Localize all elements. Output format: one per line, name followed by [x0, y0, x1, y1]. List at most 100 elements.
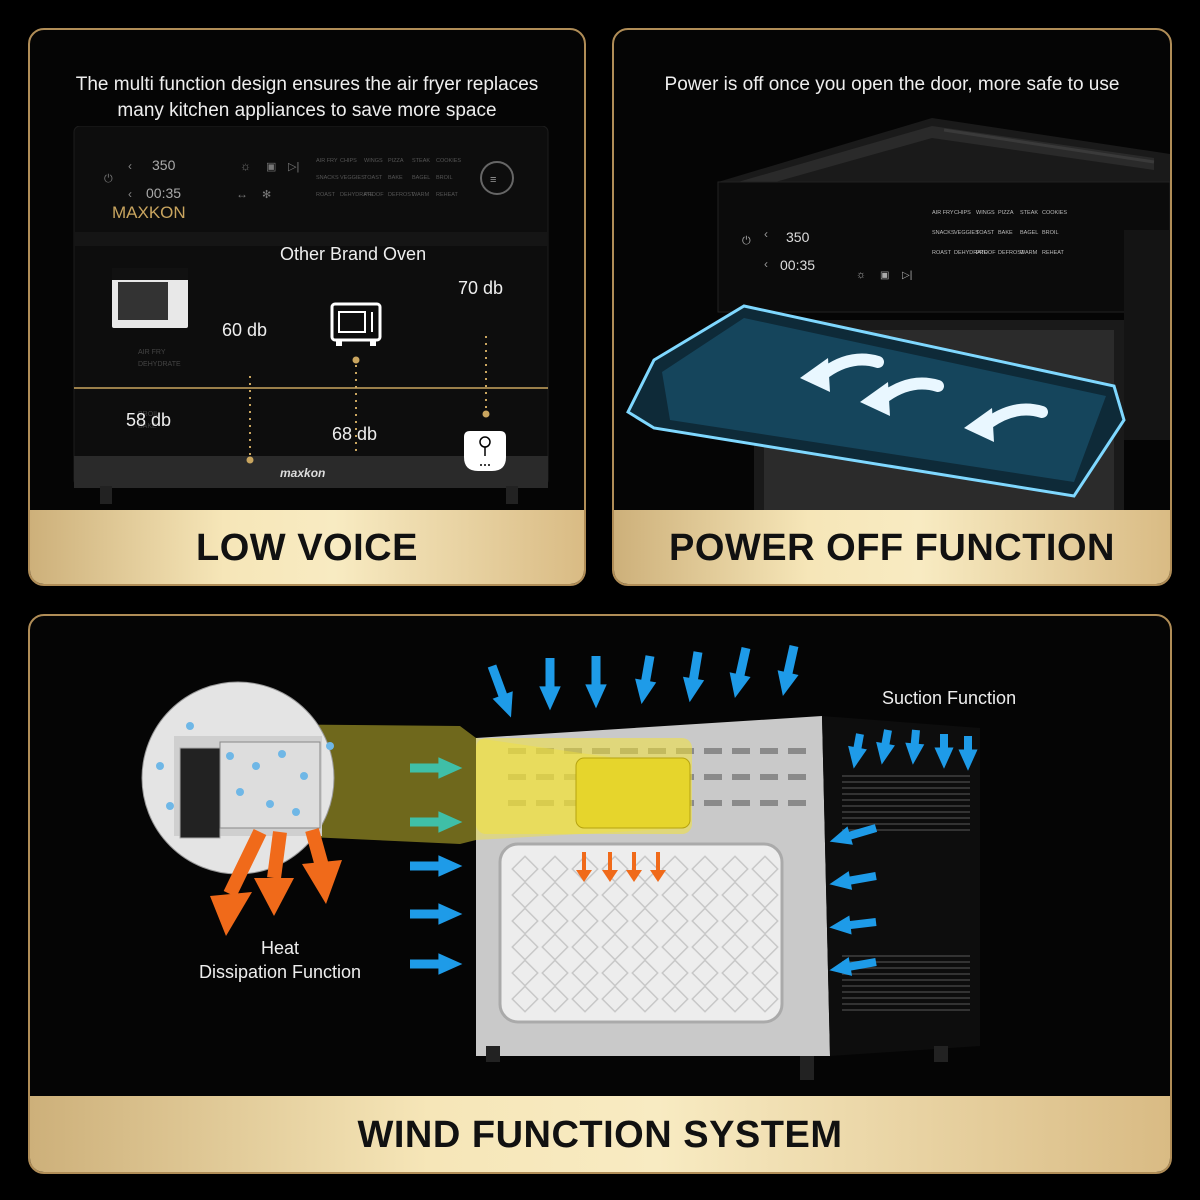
door-arrow-3: [984, 403, 1048, 428]
svg-text:‹: ‹: [128, 187, 132, 201]
preset-label: REHEAT: [1042, 250, 1065, 256]
svg-text:AIR FRY: AIR FRY: [138, 349, 166, 356]
preset-label: TOAST: [364, 175, 383, 181]
heat-arrow-2: [267, 831, 287, 879]
power-icon: ⏻: [742, 235, 751, 247]
preset-label: BROIL: [1042, 230, 1059, 236]
top-suction-arrows: [487, 645, 799, 718]
power-off-caption: Power is off once you open the door, mor…: [664, 74, 1120, 95]
preset-label: CHIPS: [340, 158, 357, 164]
light-icon: ☼: [856, 269, 866, 281]
airfryer-db: 70 db: [458, 278, 504, 298]
svg-text:‹: ‹: [764, 257, 768, 271]
preset-label: DEFROST: [998, 250, 1025, 256]
preset-label: ROAST: [316, 192, 336, 198]
preset-label: AIR FRY: [932, 210, 954, 216]
preset-label: VEGGIES: [954, 230, 979, 236]
preset-label: PIZZA: [998, 210, 1014, 216]
heat-arrow-1: [223, 828, 267, 898]
wind-function-panel: Suction Function Heat Dissipation Functi…: [28, 614, 1172, 1174]
light-icon: ☼: [240, 159, 251, 173]
microwave-icon: [330, 302, 382, 346]
air-fryer-icon: [464, 431, 506, 471]
preset-label: BAKE: [388, 175, 403, 181]
heat-arrow-3: [305, 828, 329, 868]
magnified-fan: [179, 747, 221, 839]
preset-label: WINGS: [976, 210, 995, 216]
preset-label: CHIPS: [954, 210, 971, 216]
low-voice-panel: The multi function design ensures the ai…: [28, 28, 586, 586]
maxkon-logo: MAXKON: [112, 203, 186, 222]
preset-label: COOKIES: [1042, 210, 1067, 216]
heat-label-line-2: Dissipation Function: [198, 962, 362, 982]
power-off-panel: Power is off once you open the door, mor…: [612, 28, 1172, 586]
exhaust-fan: [575, 757, 691, 829]
caption-line-1: The multi function design ensures the ai…: [75, 74, 539, 95]
control-knob: [480, 161, 514, 195]
heat-label-line-1: Heat: [260, 938, 300, 958]
suction-function-label: Suction Function: [882, 688, 1017, 708]
preset-label: PROOF: [364, 192, 384, 198]
svg-text:DEHYDRATE: DEHYDRATE: [138, 361, 181, 368]
preset-label: ROAST: [932, 250, 952, 256]
preset-label: BAGEL: [412, 175, 430, 181]
caption-line-2: many kitchen appliances to save more spa…: [117, 100, 497, 121]
right-suction-arrows: [829, 729, 978, 976]
camera-icon: ▣: [266, 161, 276, 173]
preset-label: DEHYDRATE: [340, 192, 374, 198]
door-arrow-2: [880, 377, 944, 402]
preset-label: COOKIES: [436, 158, 461, 164]
fan-icon: ✻: [262, 189, 271, 201]
svg-text:≡: ≡: [490, 174, 496, 186]
play-pause-icon: ▷|: [902, 270, 912, 281]
left-intake-arrows: [410, 757, 463, 975]
preset-label: PROOF: [976, 250, 996, 256]
preset-label: REHEAT: [436, 192, 459, 198]
wind-function-banner: WIND FUNCTION SYSTEM: [30, 1096, 1170, 1172]
preset-label: SNACKS: [932, 230, 955, 236]
maxkon-bottom-db: 58 db: [126, 410, 172, 430]
preset-label: SNACKS: [316, 175, 339, 181]
panel-temp: 350: [786, 229, 810, 245]
low-voice-banner: LOW VOICE: [30, 510, 584, 584]
preset-label: BAKE: [998, 230, 1013, 236]
panel-temp: 350: [152, 157, 176, 173]
play-pause-icon: ▷|: [288, 161, 299, 173]
svg-text:‹: ‹: [764, 227, 768, 241]
preset-label: WARM: [412, 192, 430, 198]
camera-icon: ▣: [880, 270, 889, 281]
door-arrow-1: [820, 353, 884, 378]
preset-label: PIZZA: [388, 158, 404, 164]
oven-front-panel: [717, 181, 1170, 313]
preset-label: TOAST: [976, 230, 995, 236]
svg-text:BROIL: BROIL: [138, 411, 159, 418]
maxkon-top-db: 60 db: [222, 320, 268, 340]
power-icon: ⏻: [104, 173, 113, 185]
svg-text:BAKE: BAKE: [138, 423, 157, 430]
other-brand-label: Other Brand Oven: [280, 244, 427, 264]
preset-label: VEGGIES: [340, 175, 365, 181]
panel-time: 00:35: [780, 257, 815, 273]
microwave-db: 68 db: [332, 424, 378, 444]
panel-time: 00:35: [146, 185, 181, 201]
heat-dissipation-label: Heat Dissipation Function: [190, 936, 370, 984]
svg-text:‹: ‹: [128, 159, 132, 173]
preset-label: AIR FRY: [316, 158, 338, 164]
base-logo: maxkon: [280, 466, 325, 480]
preset-label: STEAK: [1020, 210, 1038, 216]
preset-label: WINGS: [364, 158, 383, 164]
preset-label: DEFROST: [388, 192, 415, 198]
power-off-banner: POWER OFF FUNCTION: [614, 510, 1170, 584]
preset-label: BAGEL: [1020, 230, 1038, 236]
low-voice-caption: The multi function design ensures the ai…: [30, 72, 584, 124]
wind-illustration: [141, 645, 980, 1080]
preset-label: DEHYDRATE: [954, 250, 988, 256]
preset-label: STEAK: [412, 158, 430, 164]
preset-label: WARM: [1020, 250, 1038, 256]
swap-icon: ↔: [236, 187, 248, 201]
preset-label: BROIL: [436, 175, 453, 181]
